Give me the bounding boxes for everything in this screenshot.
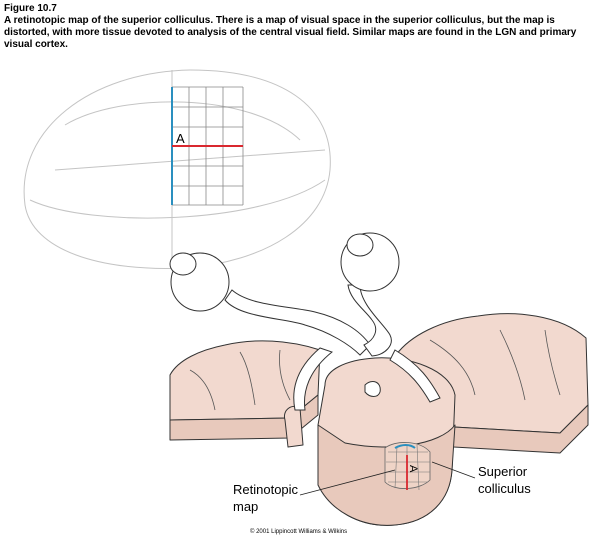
label-retinotopic: Retinotopic: [233, 482, 299, 497]
grid-label-a: A: [176, 131, 185, 146]
label-superior: Superior: [478, 464, 528, 479]
figure-caption: Figure 10.7 A retinotopic map of the sup…: [4, 3, 596, 51]
optic-pathway: [224, 284, 441, 411]
caption-text: A retinotopic map of the superior collic…: [4, 15, 577, 50]
eyes: [169, 232, 400, 312]
colliculus-map: A: [386, 444, 430, 491]
copyright: © 2001 Lippincott Williams & Wilkins: [250, 528, 347, 535]
leader-lines: [299, 461, 476, 496]
label-colliculus: colliculus: [478, 481, 531, 496]
brain-section: [169, 313, 589, 526]
map-label-a: A: [407, 465, 419, 473]
label-map: map: [233, 499, 258, 514]
figure-number: Figure 10.7: [4, 3, 57, 14]
visual-field: [23, 69, 331, 269]
visual-field-grid: A: [171, 86, 244, 206]
